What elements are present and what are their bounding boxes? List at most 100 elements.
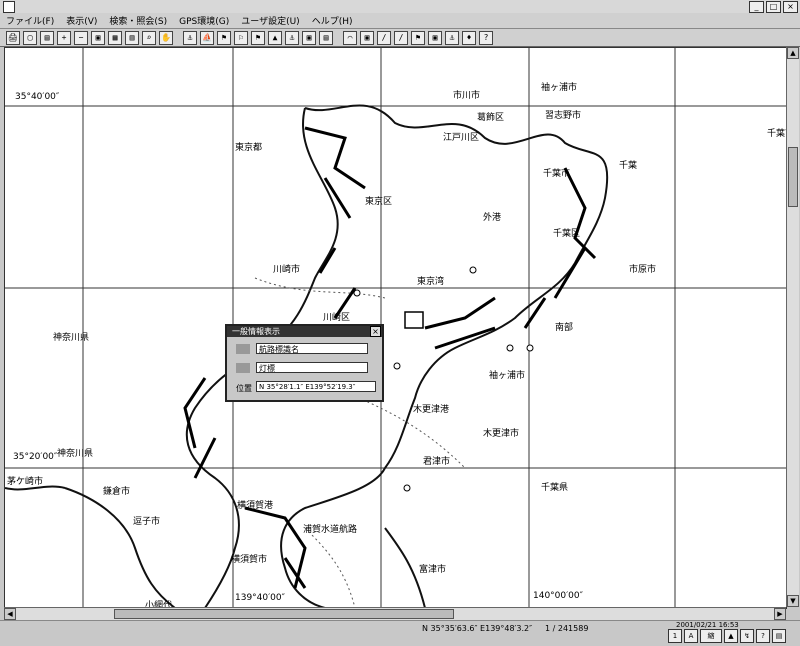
place-label: 鎌倉市 <box>103 487 131 497</box>
place-label: 浦賀水道航路 <box>303 525 358 535</box>
horizontal-scroll-thumb[interactable] <box>114 609 454 619</box>
maximize-button[interactable]: □ <box>766 1 781 13</box>
status-icon-help[interactable]: ? <box>756 629 770 643</box>
place-label: 外港 <box>483 213 502 223</box>
close-button[interactable]: × <box>783 1 798 13</box>
triangle-icon[interactable]: ▲ <box>268 30 282 45</box>
buoy-markers <box>353 266 534 492</box>
place-label: 君津市 <box>423 457 451 467</box>
port-icon[interactable]: ⚓ <box>285 30 299 45</box>
place-label: 富津市 <box>419 565 447 575</box>
status-icon-scale[interactable]: 縮 <box>700 629 722 643</box>
map-canvas[interactable]: 35°40′00″ 35°20′00″ 139°40′00″ 140°00′00… <box>4 47 787 609</box>
place-label: 逗子市 <box>133 517 161 527</box>
chart-icon[interactable]: ▣ <box>302 30 316 45</box>
place-label: 南部 <box>555 323 574 333</box>
status-icon-bolt[interactable]: ↯ <box>740 629 754 643</box>
menu-bar: ファイル(F) 表示(V) 検索・照会(S) GPS環境(G) ユーザ設定(U)… <box>0 13 800 29</box>
dialog-close-button[interactable]: × <box>370 326 381 337</box>
status-icon-panel[interactable]: ▤ <box>772 629 786 643</box>
place-label: 木更津市 <box>483 429 520 439</box>
vertical-scrollbar[interactable]: ▲ ▼ <box>786 47 799 607</box>
place-label: 東京湾 <box>417 277 445 287</box>
window-controls: _ □ × <box>749 1 798 13</box>
route-icon[interactable]: ⚑ <box>411 30 425 45</box>
grid-icon[interactable]: ▦ <box>108 30 122 45</box>
aid-name-field[interactable]: 灯標 <box>256 362 368 373</box>
pencil-icon[interactable]: ∕ <box>394 30 408 45</box>
help-icon[interactable]: ? <box>479 30 493 45</box>
status-icons: 1 A 縮 ▲ ↯ ? ▤ <box>668 629 786 643</box>
menu-search[interactable]: 検索・照会(S) <box>109 17 168 27</box>
mooring-icon[interactable]: ⚓ <box>445 30 459 45</box>
place-label: 習志野市 <box>545 111 582 121</box>
box-icon[interactable]: ▣ <box>428 30 442 45</box>
select-icon[interactable]: ▣ <box>360 30 374 45</box>
place-label: 袖ヶ浦市 <box>541 83 578 93</box>
place-label: 小網代 <box>145 601 173 609</box>
find-icon[interactable]: ⌕ <box>142 30 156 45</box>
app-icon <box>3 1 15 13</box>
place-label: 市原市 <box>629 265 657 275</box>
zoom-area-icon[interactable]: ▣ <box>91 30 105 45</box>
aid-type-field[interactable]: 航路標識名 <box>256 343 368 354</box>
minimize-button[interactable]: _ <box>749 1 764 13</box>
title-bar: _ □ × <box>0 0 800 14</box>
ship-icon[interactable]: ⛵ <box>200 30 214 45</box>
curve-icon[interactable]: ⌒ <box>343 30 357 45</box>
place-label: 袖ヶ浦市 <box>489 371 526 381</box>
scroll-right-icon[interactable]: ▶ <box>774 608 786 620</box>
lon-label: 139°40′00″ <box>235 593 285 603</box>
marker-icon[interactable]: ⚑ <box>251 30 265 45</box>
overview-icon[interactable]: ▥ <box>125 30 139 45</box>
place-label: 千葉市 <box>767 129 786 139</box>
status-icon-a[interactable]: A <box>684 629 698 643</box>
diamond-icon[interactable]: ♦ <box>462 30 476 45</box>
place-label: 横須賀港 <box>237 501 274 511</box>
scroll-down-icon[interactable]: ▼ <box>787 595 799 607</box>
line-icon[interactable]: ∕ <box>377 30 391 45</box>
print-icon[interactable]: 🖨 <box>6 30 20 45</box>
place-label: 市川市 <box>453 91 481 101</box>
info-dialog: 一般情報表示 × 航路標識名 灯標 位置 N 35°28′1.1″ E139°5… <box>225 324 384 402</box>
scroll-up-icon[interactable]: ▲ <box>787 47 799 59</box>
status-icon-1[interactable]: 1 <box>668 629 682 643</box>
status-bar: N 35°35′63.6″ E139°48′3.2″ 1 / 241589 20… <box>0 620 800 646</box>
layer-icon[interactable]: ▤ <box>40 30 54 45</box>
menu-gps[interactable]: GPS環境(G) <box>179 17 230 27</box>
vertical-scroll-thumb[interactable] <box>788 147 798 207</box>
flag-icon[interactable]: ⚑ <box>217 30 231 45</box>
lat-label: 35°20′00″ <box>13 452 58 462</box>
nav-routes <box>254 277 466 608</box>
anchor-icon[interactable]: ⚓ <box>183 30 197 45</box>
place-label: 千葉 <box>619 161 638 171</box>
map-scale: 1 / 241589 <box>545 624 589 633</box>
light-icon <box>236 363 250 373</box>
zoom-in-icon[interactable]: + <box>57 30 71 45</box>
menu-help[interactable]: ヘルプ(H) <box>311 17 353 27</box>
toolbar: 🖨 ▢ ▤ + − ▣ ▦ ▥ ⌕ ✋ ⚓ ⛵ ⚑ ⚐ ⚑ ▲ ⚓ ▣ ▤ ⌒ … <box>0 29 800 47</box>
cursor-coordinates: N 35°35′63.6″ E139°48′3.2″ <box>422 624 533 633</box>
status-icon-triangle[interactable]: ▲ <box>724 629 738 643</box>
table-icon[interactable]: ▤ <box>319 30 333 45</box>
new-icon[interactable]: ▢ <box>23 30 37 45</box>
menu-file[interactable]: ファイル(F) <box>6 17 55 27</box>
lon-label: 140°00′00″ <box>533 591 583 601</box>
scroll-left-icon[interactable]: ◀ <box>4 608 16 620</box>
pan-icon[interactable]: ✋ <box>159 30 173 45</box>
position-field[interactable]: N 35°28′1.1″ E139°52′19.3″ <box>256 381 376 392</box>
place-label: 千葉市 <box>543 169 571 179</box>
place-label: 江戸川区 <box>443 133 480 143</box>
place-label: 木更津港 <box>413 405 450 415</box>
zoom-out-icon[interactable]: − <box>74 30 88 45</box>
place-label: 葛飾区 <box>477 113 505 123</box>
selection-marker <box>404 311 424 329</box>
place-label: 東京都 <box>235 143 263 153</box>
buoy-icon[interactable]: ⚐ <box>234 30 248 45</box>
horizontal-scrollbar[interactable]: ◀ ▶ <box>4 607 786 620</box>
menu-view[interactable]: 表示(V) <box>66 17 98 27</box>
menu-user-settings[interactable]: ユーザ設定(U) <box>241 17 300 27</box>
harbor-detail <box>183 126 597 589</box>
place-label: 横須賀市 <box>231 555 268 565</box>
position-label: 位置 <box>236 384 252 393</box>
